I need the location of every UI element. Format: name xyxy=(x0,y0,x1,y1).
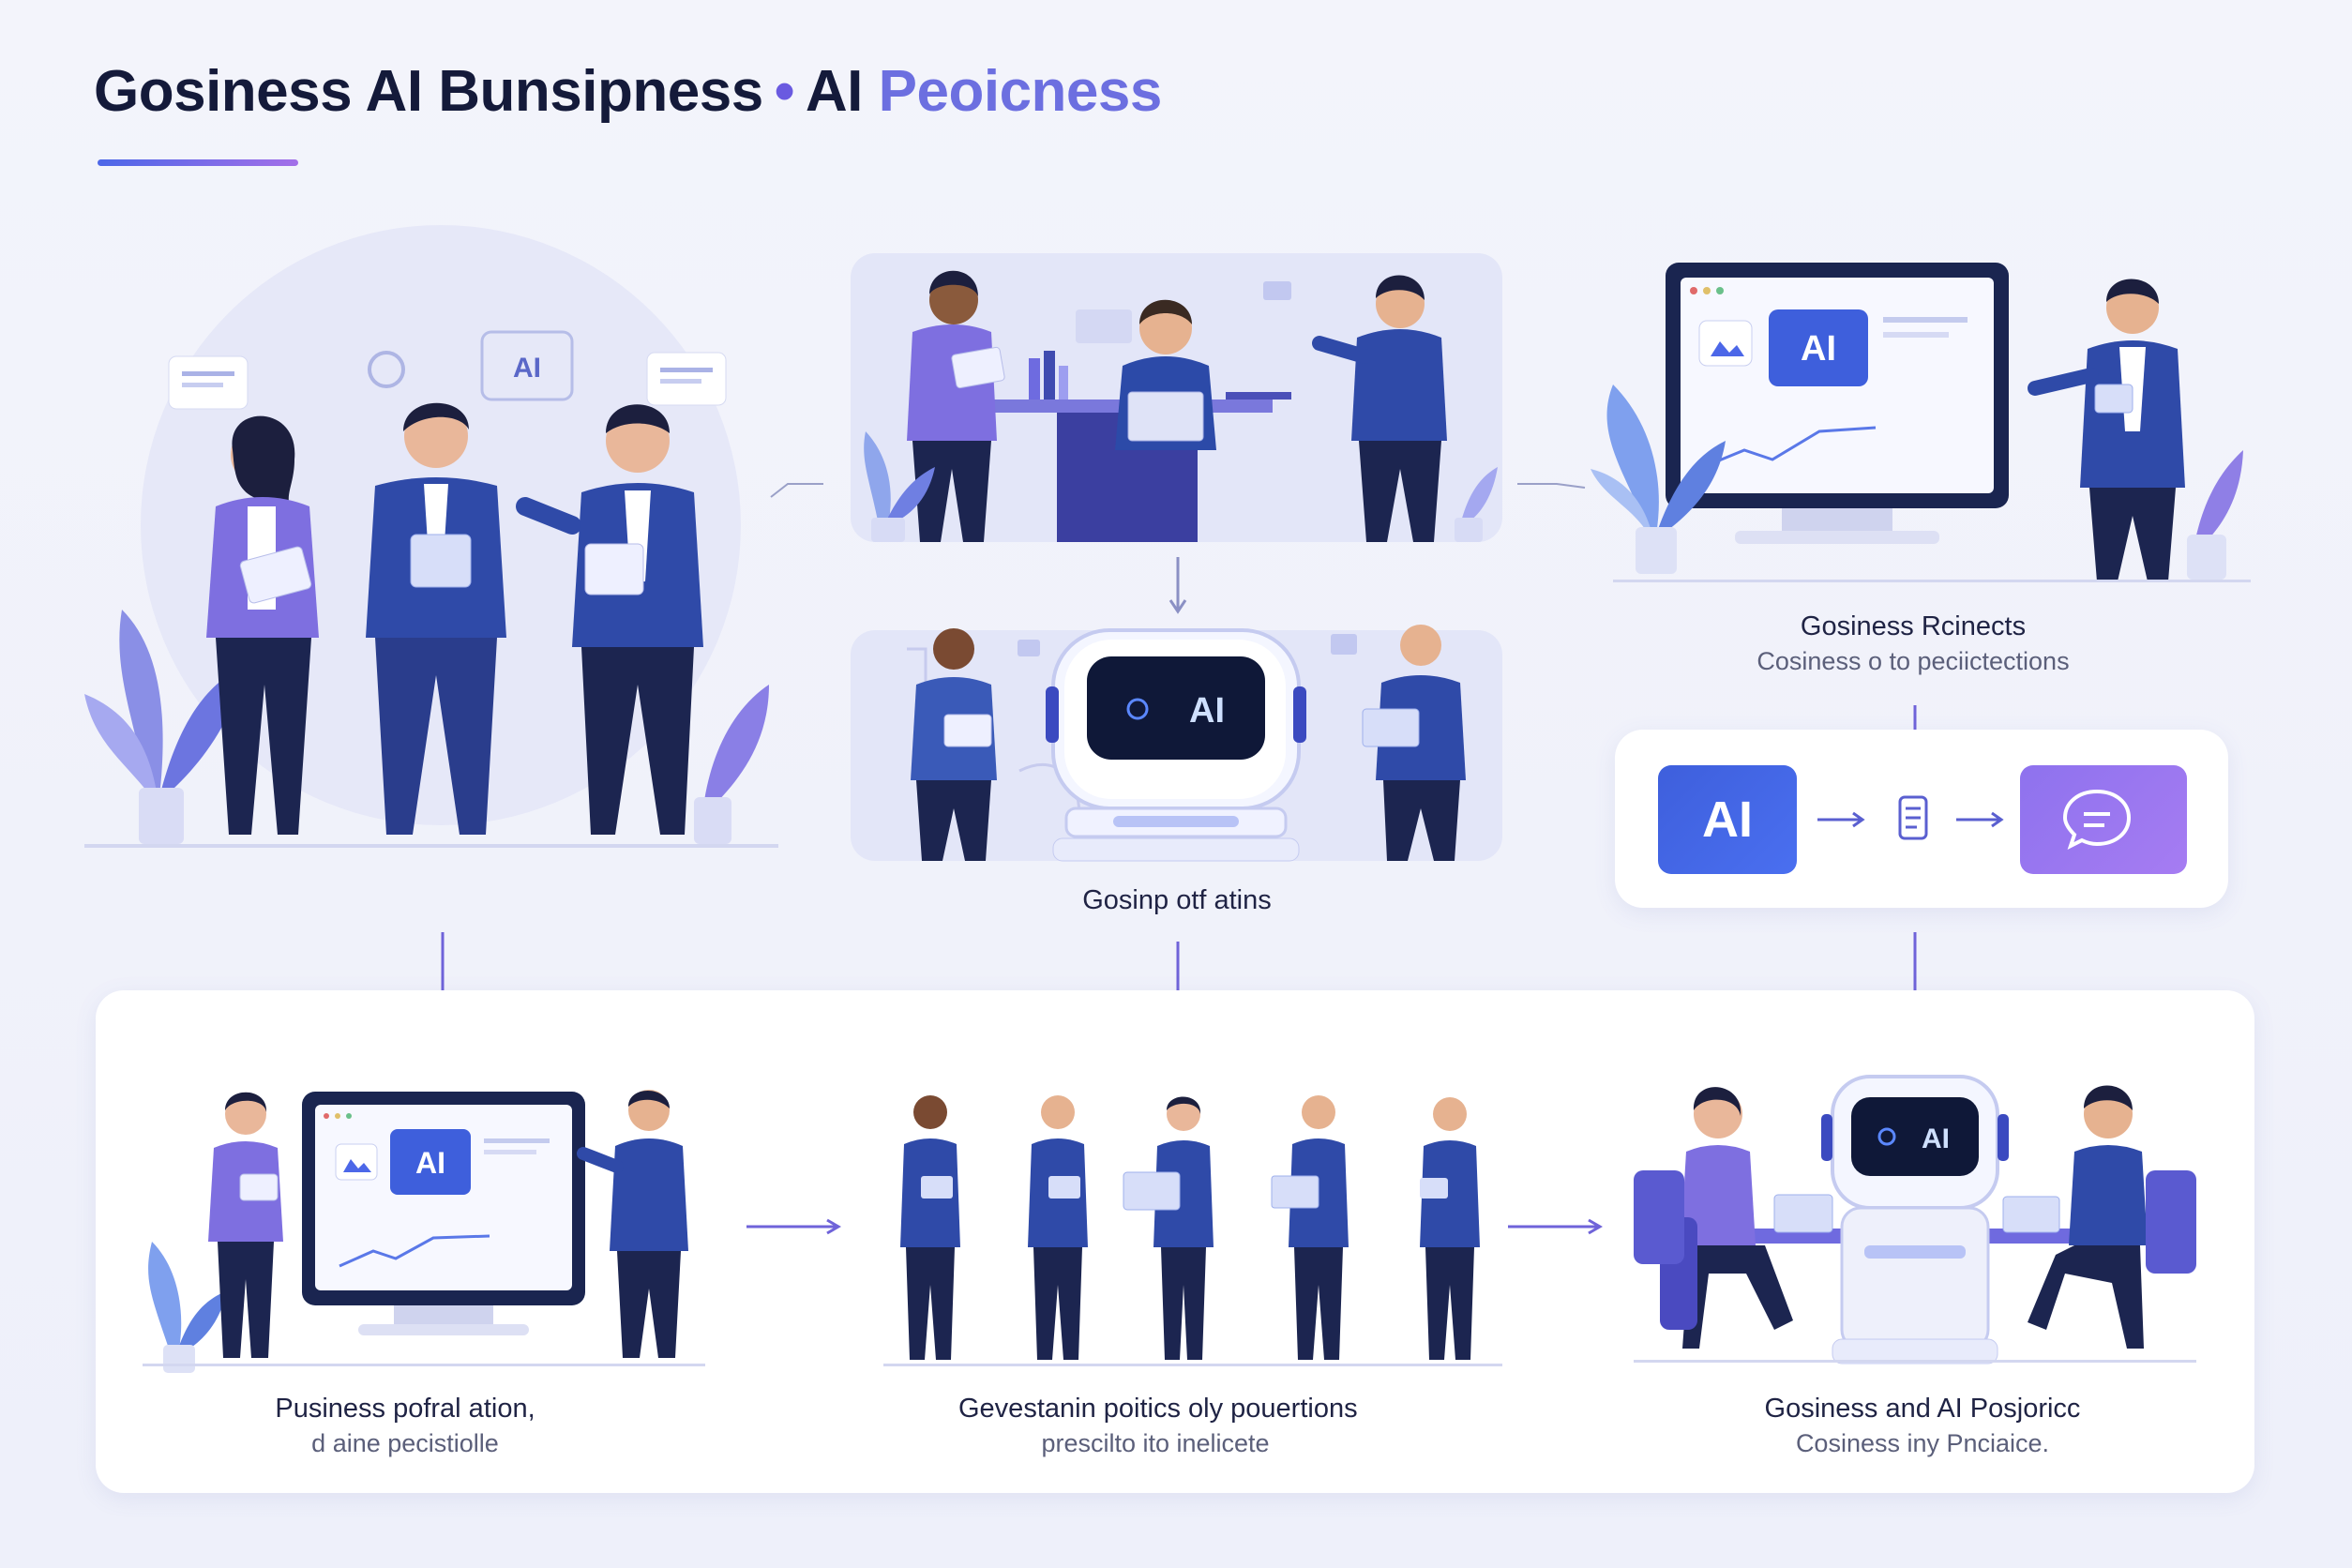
office-illustration xyxy=(864,270,1498,542)
chat-bubble-icon xyxy=(2062,789,2132,850)
step1-caption-title: Pusiness pofral ation, xyxy=(275,1394,535,1424)
title-separator: • xyxy=(774,59,795,124)
page-title: Gosiness AI Bunsipness•AI Peoicness xyxy=(94,58,1162,125)
person-2 xyxy=(1028,1095,1088,1360)
step3-caption-title: Gosiness and AI Posjoricc xyxy=(1764,1394,2081,1424)
presentation-caption-sub: Cosiness o to peciictections xyxy=(1756,647,2070,675)
title-part-1: Gosiness AI Bunsipness xyxy=(94,59,763,124)
step2-caption-sub: prescilto ito inelicete xyxy=(1041,1429,1270,1457)
team-meeting-illustration: AI xyxy=(84,225,778,848)
robot-illustration: AI xyxy=(907,625,1466,862)
step2-caption-title: Gevestanin poitics oly pouertions xyxy=(958,1394,1358,1424)
scene-robot-panel: AI xyxy=(851,625,1502,862)
step1-screen-label: AI xyxy=(415,1146,445,1180)
scene-presentation: AI xyxy=(1591,263,2251,591)
person-3 xyxy=(1123,1096,1214,1360)
robot-screen-label: AI xyxy=(1189,691,1225,731)
scene-team-meeting: AI xyxy=(84,225,778,872)
title-underline xyxy=(98,159,298,166)
presentation-illustration: AI xyxy=(1591,263,2251,582)
step1-caption-sub: d aine pecistiolle xyxy=(311,1429,499,1457)
bottom-process-card: AI Pusiness pofral ation, d aine pecisti… xyxy=(96,990,2254,1493)
step2-team-illustration xyxy=(883,1095,1502,1366)
robot-caption: Gosinp otf atins xyxy=(1082,885,1272,915)
presentation-screen-label: AI xyxy=(1801,329,1836,369)
ai-flow-card: AI xyxy=(1615,730,2228,908)
step3-robot-meeting-illustration: AI xyxy=(1634,1075,2196,1364)
person-4 xyxy=(1271,1095,1349,1360)
board-ai-label: AI xyxy=(513,353,541,384)
arrow-right-icon xyxy=(1956,811,2004,828)
step1-illustration: AI xyxy=(143,1090,705,1373)
scene-office-panel xyxy=(851,253,1502,542)
arrow-down-icon xyxy=(1168,557,1187,614)
ai-tile: AI xyxy=(1658,765,1797,874)
presentation-caption-title: Gosiness Rcinects xyxy=(1800,611,2027,641)
arrow-right-icon xyxy=(746,1218,841,1235)
person-1 xyxy=(900,1095,960,1360)
arrow-right-icon xyxy=(1817,811,1865,828)
title-part-2a: AI xyxy=(805,59,879,124)
step3-caption-sub: Cosiness iny Pnciaice. xyxy=(1795,1429,2050,1457)
step3-robot-screen-label: AI xyxy=(1922,1123,1950,1154)
document-icon xyxy=(1898,795,1928,840)
arrow-right-icon xyxy=(1508,1218,1603,1235)
chat-tile xyxy=(2020,765,2187,874)
title-part-2b: Peoicness xyxy=(878,59,1163,124)
person-5 xyxy=(1420,1097,1480,1360)
